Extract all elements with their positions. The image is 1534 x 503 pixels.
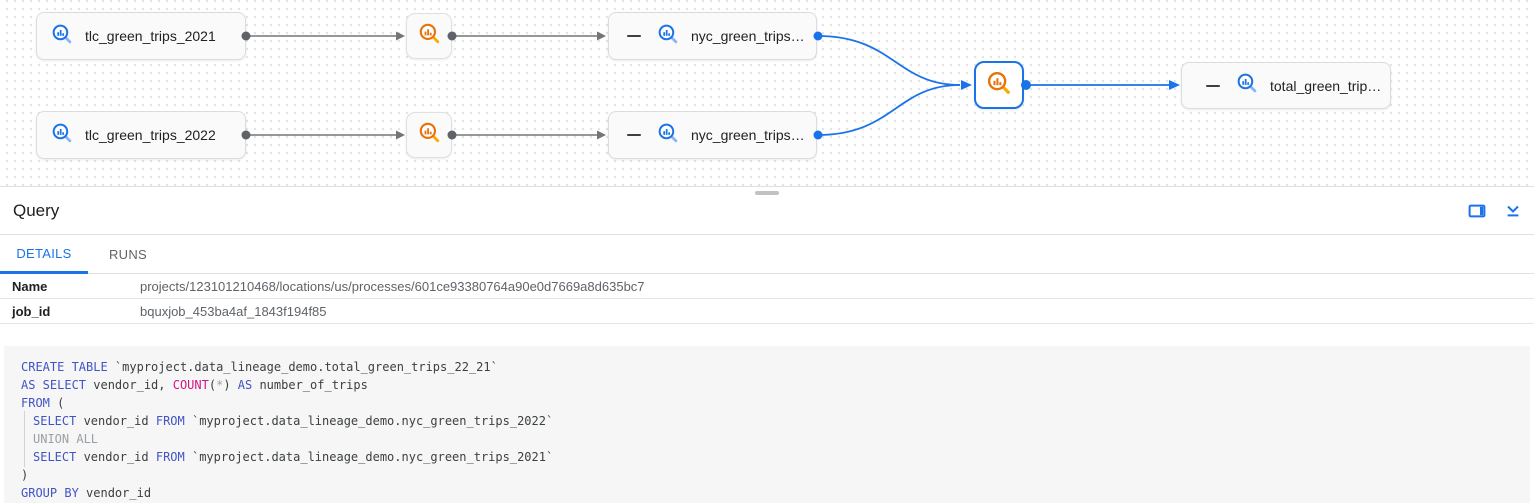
- bigquery-process-icon: [418, 121, 441, 149]
- table-node-label: total_green_trip…: [1270, 77, 1382, 94]
- detail-row-name: Name projects/123101210468/locations/us/…: [0, 274, 1534, 299]
- sql-token: GROUP BY: [21, 486, 79, 500]
- sql-line: SELECT vendor_id FROM `myproject.data_li…: [21, 447, 1530, 467]
- bigquery-table-icon: [657, 23, 679, 50]
- sql-token: (: [49, 396, 65, 410]
- table-node-label: nyc_green_trips…: [691, 28, 805, 44]
- sql-token: ): [21, 468, 29, 482]
- sql-token: vendor_id: [76, 414, 156, 428]
- bigquery-process-icon: [418, 22, 441, 50]
- bigquery-process-icon: [986, 70, 1012, 101]
- detail-label: Name: [12, 278, 48, 294]
- sql-token: COUNT: [172, 378, 209, 392]
- sql-line: FROM (: [21, 394, 1530, 412]
- sql-token: vendor_id: [76, 450, 156, 464]
- detail-row-job-id: job_id bquxjob_453ba4af_1843f194f85: [0, 299, 1534, 324]
- collapse-minus-icon[interactable]: [627, 134, 641, 136]
- table-node-label: tlc_green_trips_2021: [85, 28, 216, 44]
- sql-token: FROM: [155, 414, 185, 428]
- lineage-graph-canvas[interactable]: tlc_green_trips_2021 tlc_green_trips_202…: [0, 0, 1534, 186]
- detail-value: bquxjob_453ba4af_1843f194f85: [140, 303, 327, 319]
- sql-token: AS SELECT: [21, 378, 87, 392]
- sql-line: CREATE TABLE `myproject.data_lineage_dem…: [21, 358, 1530, 376]
- table-node-label: tlc_green_trips_2022: [85, 127, 216, 143]
- table-node-nyc-green-trips-bottom[interactable]: nyc_green_trips…: [608, 111, 817, 159]
- sql-token: FROM: [155, 450, 185, 464]
- sql-code-block: CREATE TABLE `myproject.data_lineage_dem…: [4, 346, 1530, 503]
- detail-value: projects/123101210468/locations/us/proce…: [140, 278, 645, 294]
- table-node-total-green-trips[interactable]: total_green_trip…: [1181, 62, 1391, 109]
- sql-line: GROUP BY vendor_id: [21, 484, 1530, 502]
- panel-resize-handle[interactable]: [755, 191, 779, 195]
- table-node-nyc-green-trips-top[interactable]: nyc_green_trips…: [608, 12, 817, 60]
- bigquery-table-icon: [1236, 72, 1258, 99]
- bigquery-table-icon: [51, 122, 73, 149]
- bigquery-table-icon: [51, 23, 73, 50]
- detail-label: job_id: [12, 303, 51, 319]
- details-table: Name projects/123101210468/locations/us/…: [0, 274, 1534, 324]
- side-panel-icon[interactable]: [1468, 202, 1486, 220]
- panel-header: Query: [0, 187, 1534, 235]
- collapse-minus-icon[interactable]: [1206, 84, 1220, 87]
- panel-title: Query: [13, 200, 60, 220]
- collapse-panel-icon[interactable]: [1504, 202, 1522, 220]
- sql-token: SELECT: [33, 450, 77, 464]
- sql-token: SELECT: [33, 414, 77, 428]
- sql-token: FROM: [21, 396, 50, 410]
- tab-details[interactable]: DETAILS: [0, 235, 88, 274]
- sql-token: CREATE TABLE: [21, 360, 108, 374]
- sql-token: AS: [237, 378, 253, 392]
- sql-token: *: [216, 378, 224, 392]
- sql-token: ): [223, 378, 238, 392]
- sql-line: SELECT vendor_id FROM `myproject.data_li…: [21, 411, 1530, 431]
- table-node-label: nyc_green_trips…: [691, 127, 805, 143]
- sql-token: (: [208, 378, 217, 392]
- query-details-panel: Query DETAILS RUNS: [0, 186, 1534, 503]
- sql-token: `myproject.data_lineage_demo.nyc_green_t…: [184, 414, 554, 428]
- sql-line: UNION ALL: [21, 429, 1530, 449]
- process-node-query-bottom[interactable]: [406, 112, 452, 158]
- process-node-query-top[interactable]: [406, 13, 452, 59]
- panel-tabbar: DETAILS RUNS: [0, 235, 1534, 274]
- sql-line: AS SELECT vendor_id, COUNT(*) AS number_…: [21, 376, 1530, 394]
- sql-line: ): [21, 466, 1530, 484]
- sql-token: `myproject.data_lineage_demo.nyc_green_t…: [184, 450, 554, 464]
- bigquery-table-icon: [657, 122, 679, 149]
- sql-token: vendor_id,: [86, 378, 173, 392]
- collapse-minus-icon[interactable]: [627, 35, 641, 37]
- process-node-query-selected[interactable]: [974, 61, 1024, 109]
- sql-token: number_of_trips: [252, 378, 368, 392]
- tab-runs[interactable]: RUNS: [108, 247, 148, 262]
- sql-token: UNION ALL: [33, 432, 99, 446]
- sql-token: vendor_id: [78, 486, 152, 500]
- table-node-tlc-green-trips-2021[interactable]: tlc_green_trips_2021: [36, 12, 246, 60]
- table-node-tlc-green-trips-2022[interactable]: tlc_green_trips_2022: [36, 111, 246, 159]
- sql-token: `myproject.data_lineage_demo.total_green…: [107, 360, 498, 374]
